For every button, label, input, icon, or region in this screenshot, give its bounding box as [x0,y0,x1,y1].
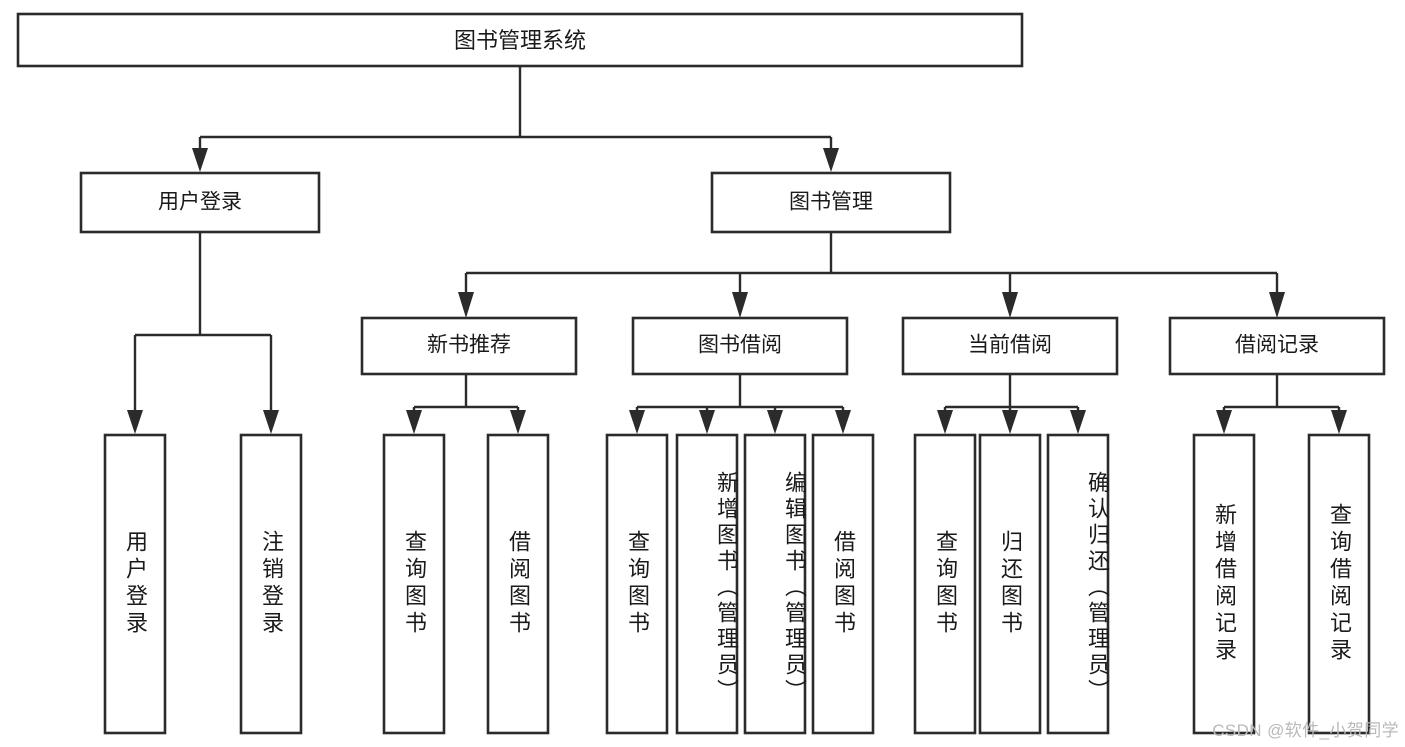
arrow-head-icon [1269,292,1285,318]
node-label-current-borrow: 当前借阅 [968,334,1052,357]
arrow-head-icon [510,410,526,434]
connector-newbook-to-leaves [406,375,526,434]
node-user-login[interactable]: 用户登录 [79,171,321,234]
node-label-borrow-record: 借阅记录 [1235,334,1319,357]
leaf-newbook-query[interactable] [382,433,446,735]
leaf-currentborrow-return[interactable] [978,433,1042,735]
arrow-head-icon [406,410,422,434]
leaf-bookborrow-borrow[interactable] [811,433,875,735]
node-root-system[interactable]: 图书管理系统 [16,12,1024,68]
connector-bookborrow-to-leaves [629,375,851,434]
arrow-head-icon [1002,292,1018,318]
node-box [79,171,321,234]
node-box [743,433,807,735]
arrow-head-icon [629,410,645,434]
connector-currentborrow-to-leaves [937,375,1086,434]
node-box [1192,433,1256,735]
node-label-user-login: 用户登录 [158,191,242,214]
node-borrow-record[interactable]: 借阅记录 [1168,316,1386,376]
arrow-head-icon [1216,410,1232,434]
arrow-head-icon [192,148,208,172]
node-box [978,433,1042,735]
leaf-bookborrow-add[interactable] [675,433,739,735]
node-label-new-book-recommend: 新书推荐 [427,334,511,357]
node-current-borrow[interactable]: 当前借阅 [901,316,1119,376]
node-box [382,433,446,735]
node-box [675,433,739,735]
node-box [913,433,977,735]
arrow-head-icon [263,410,279,434]
node-box [103,433,167,735]
arrow-head-icon [1331,410,1347,434]
node-book-management[interactable]: 图书管理 [710,171,952,234]
node-new-book-recommend[interactable]: 新书推荐 [360,316,578,376]
arrow-head-icon [937,410,953,434]
arrow-head-icon [127,410,143,434]
arrow-head-icon [1002,410,1018,434]
node-box [901,316,1119,376]
connector-userlogin-to-leaves [127,233,279,434]
leaf-bookborrow-edit[interactable] [743,433,807,735]
leaf-borrowrecord-query[interactable] [1307,433,1371,735]
node-box [16,12,1024,68]
node-box [710,171,952,234]
node-book-borrow[interactable]: 图书借阅 [631,316,849,376]
connector-bookmgmt-to-level3 [458,233,1285,318]
arrow-head-icon [699,410,715,434]
node-label-root: 图书管理系统 [454,28,586,53]
connector-root-to-level2 [192,66,839,172]
arrow-head-icon [1070,410,1086,434]
leaf-bookborrow-query[interactable] [605,433,669,735]
node-box [486,433,550,735]
node-box [631,316,849,376]
leaf-newbook-borrow[interactable] [486,433,550,735]
arrow-head-icon [732,292,748,318]
leaf-currentborrow-query[interactable] [913,433,977,735]
node-box [239,433,303,735]
node-box [1168,316,1386,376]
node-box [811,433,875,735]
leaf-user-login-logout[interactable] [239,433,303,735]
node-box [1307,433,1371,735]
arrow-head-icon [767,410,783,434]
node-box [605,433,669,735]
node-label-book-borrow: 图书借阅 [698,334,782,357]
node-box [360,316,578,376]
leaf-user-login-login[interactable] [103,433,167,735]
node-label-book-management: 图书管理 [789,191,873,214]
arrow-head-icon [823,148,839,172]
arrow-head-icon [458,292,474,318]
leaf-currentborrow-confirm[interactable] [1046,433,1110,735]
node-box [1046,433,1110,735]
arrow-head-icon [835,410,851,434]
leaf-borrowrecord-add[interactable] [1192,433,1256,735]
connector-borrowrecord-to-leaves [1216,375,1347,434]
